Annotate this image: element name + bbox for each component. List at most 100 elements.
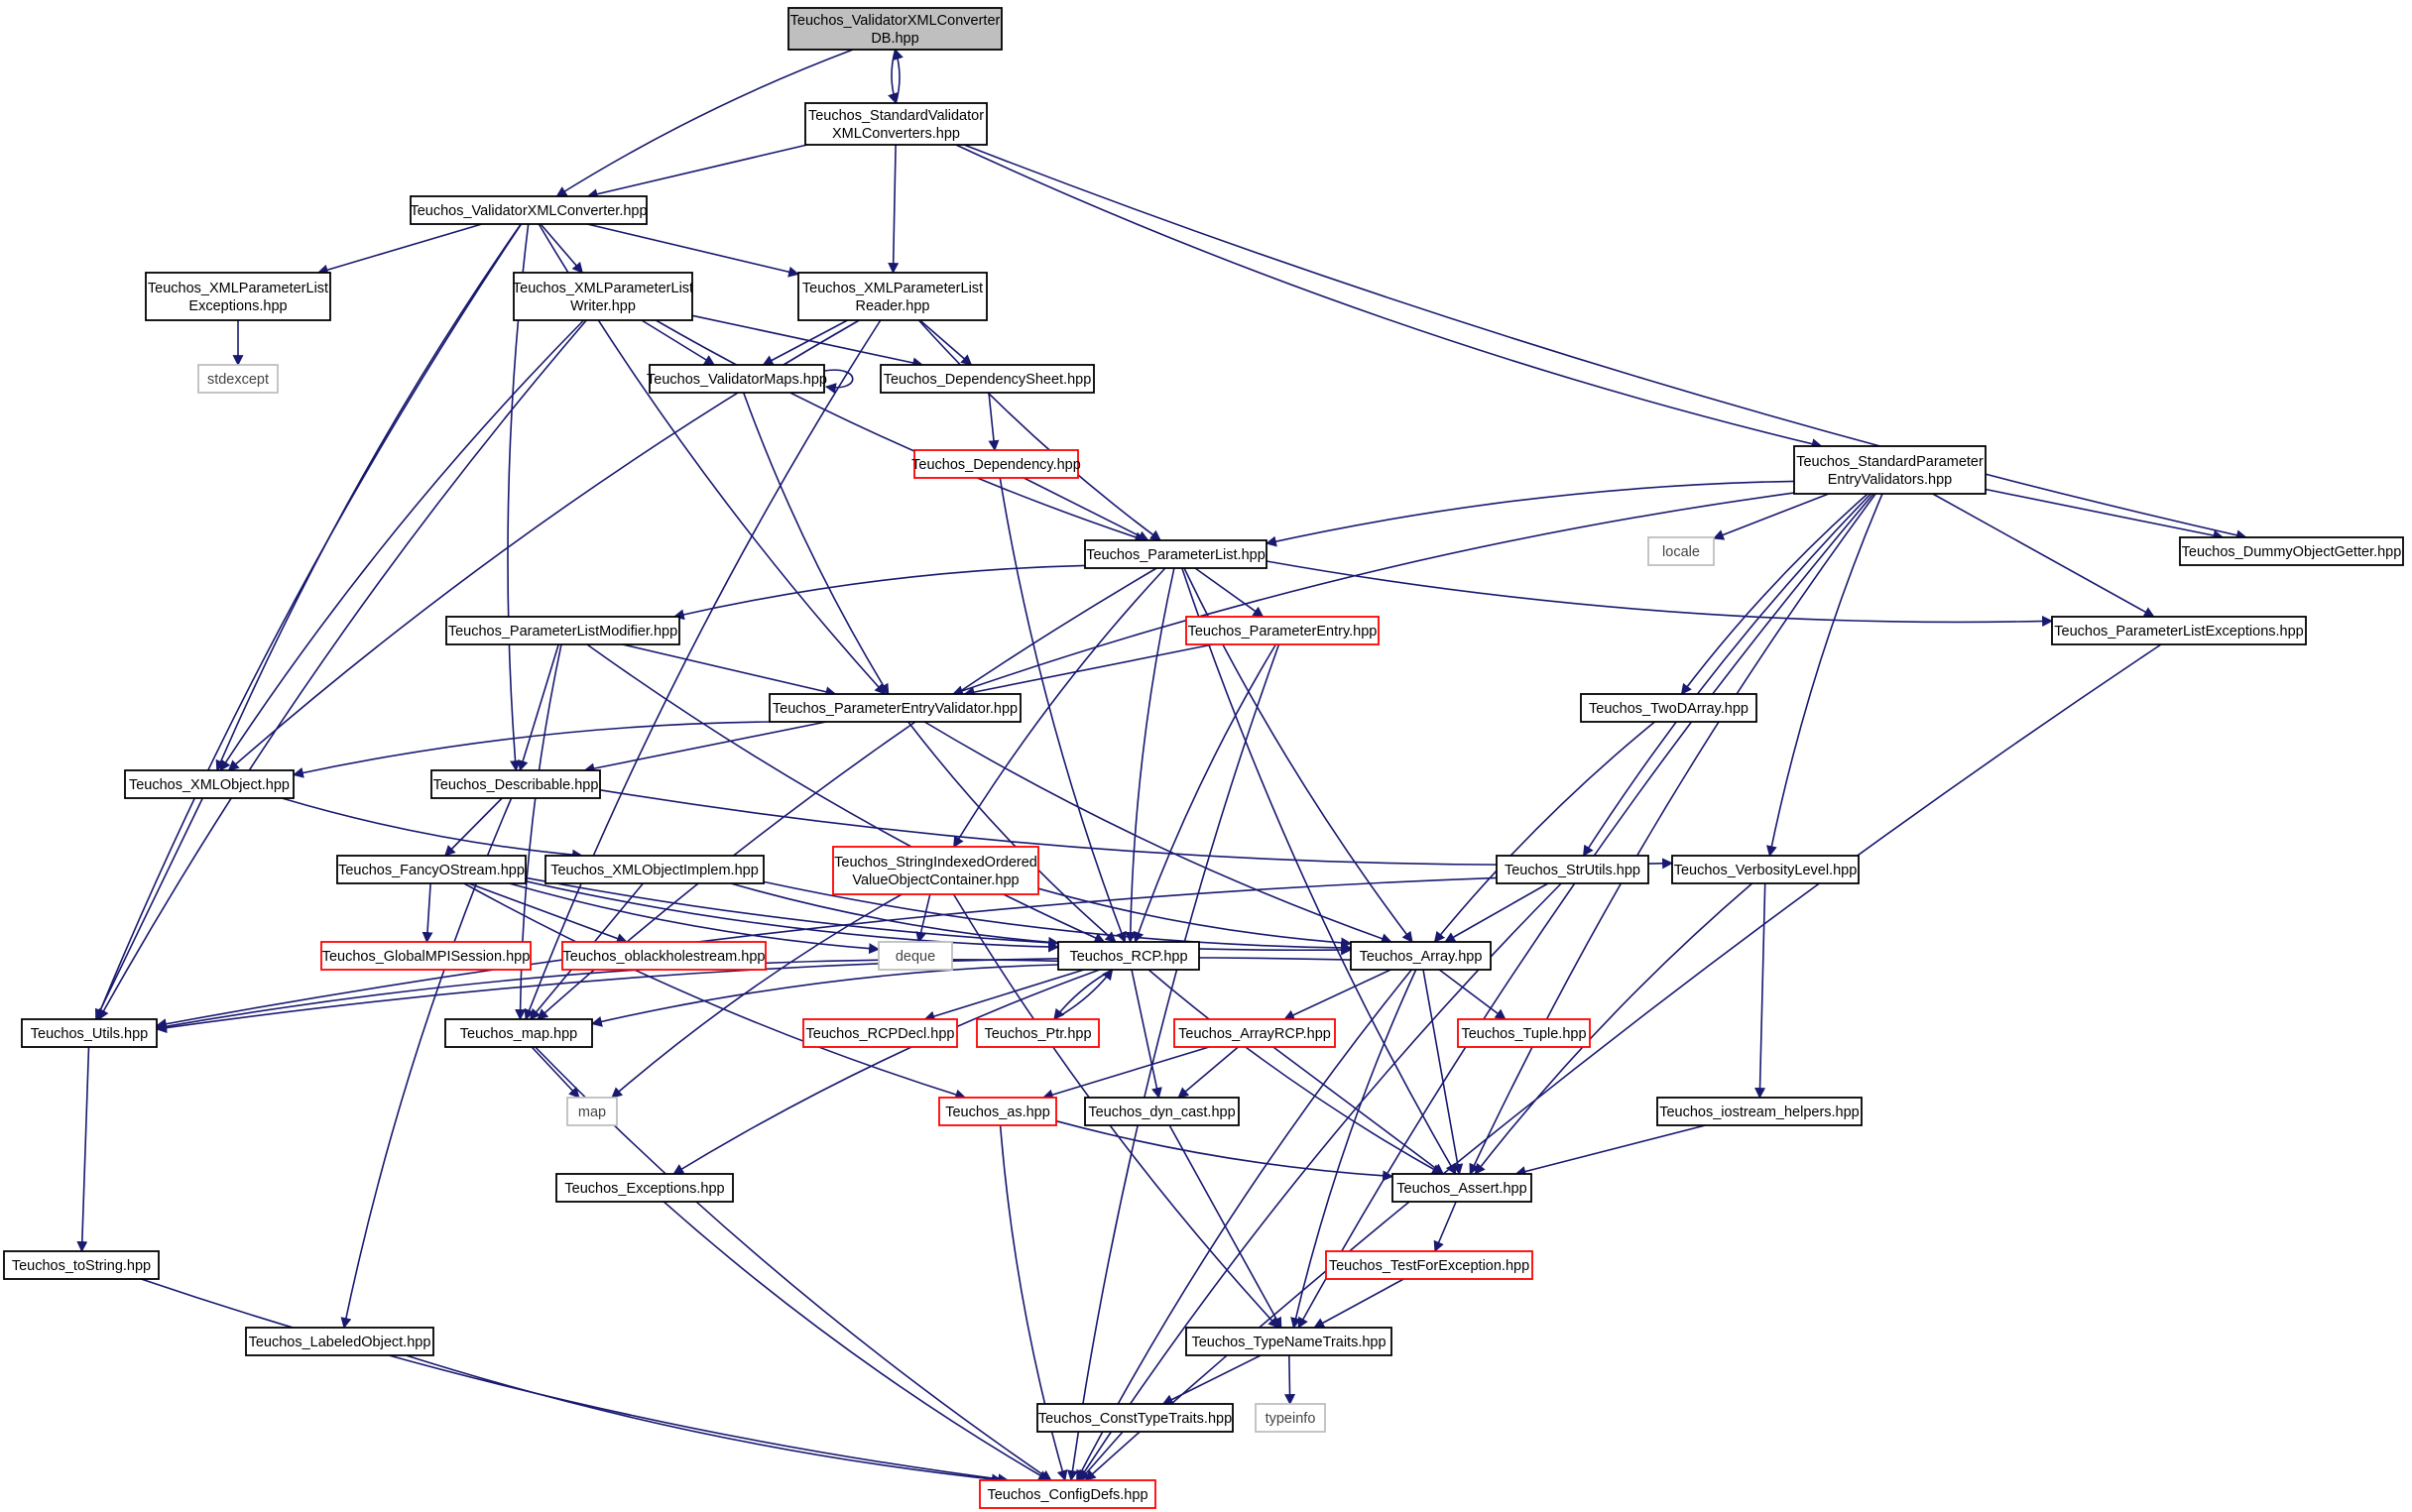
node-box [1084, 1097, 1240, 1126]
edge-twod-to-array [1433, 721, 1656, 943]
node-box [197, 364, 279, 394]
node-label: Teuchos_ValidatorXMLConverter.hpp [410, 203, 647, 219]
node-dummy[interactable]: Teuchos_DummyObjectGetter.hpp [2179, 536, 2404, 566]
node-label: Teuchos_StrUtils.hpp [1505, 863, 1640, 878]
node-box [913, 449, 1079, 479]
node-oblack[interactable]: Teuchos_oblackholestream.hpp [561, 941, 767, 971]
node-tfe[interactable]: Teuchos_TestForException.hpp [1325, 1250, 1533, 1280]
node-fos[interactable]: Teuchos_FancyOStream.hpp [336, 855, 527, 884]
node-verb[interactable]: Teuchos_VerbosityLevel.hpp [1671, 855, 1860, 884]
node-label: Teuchos_FancyOStream.hpp [338, 863, 525, 878]
edge-vxcdb-to-svxc [888, 49, 899, 105]
node-ctt[interactable]: Teuchos_ConstTypeTraits.hpp [1036, 1403, 1234, 1433]
edge-strutils-to-utils [155, 876, 1498, 1030]
node-vxc[interactable]: Teuchos_ValidatorXMLConverter.hpp [410, 195, 648, 225]
edge-vxcdb-to-vxc [555, 49, 854, 197]
node-box [444, 1018, 593, 1048]
node-label: typeinfo [1266, 1411, 1316, 1427]
edge-strutils-to-array [1444, 882, 1549, 943]
edge-exc-to-config [663, 1201, 1050, 1481]
node-box [3, 1250, 160, 1280]
node-tmap[interactable]: Teuchos_map.hpp [444, 1018, 593, 1048]
node-box [561, 941, 767, 971]
node-tnt[interactable]: Teuchos_TypeNameTraits.hpp [1185, 1327, 1392, 1356]
node-typeinfo[interactable]: typeinfo [1255, 1403, 1326, 1433]
node-label: Teuchos_StringIndexedOrdered [834, 855, 1037, 871]
node-assert[interactable]: Teuchos_Assert.hpp [1391, 1173, 1532, 1203]
node-rcp[interactable]: Teuchos_RCP.hpp [1057, 941, 1200, 971]
node-as[interactable]: Teuchos_as.hpp [938, 1097, 1057, 1126]
node-pe[interactable]: Teuchos_ParameterEntry.hpp [1185, 616, 1380, 645]
edge-array-to-tuple [1438, 969, 1507, 1020]
edge-pl-to-plmod [672, 564, 1086, 621]
node-depsheet[interactable]: Teuchos_DependencySheet.hpp [880, 364, 1095, 394]
node-tuple[interactable]: Teuchos_Tuple.hpp [1457, 1018, 1591, 1048]
node-label: Teuchos_dyn_cast.hpp [1088, 1105, 1235, 1120]
node-label: Teuchos_ParameterEntryValidator.hpp [773, 701, 1018, 717]
edge-verb-to-iohelp [1754, 882, 1766, 1100]
node-label: locale [1662, 544, 1700, 560]
node-box [555, 1173, 734, 1203]
node-pev[interactable]: Teuchos_ParameterEntryValidator.hpp [769, 693, 1022, 723]
node-xmlimpl[interactable]: Teuchos_XMLObjectImplem.hpp [544, 855, 765, 884]
node-utils[interactable]: Teuchos_Utils.hpp [21, 1018, 158, 1048]
node-label: Teuchos_Ptr.hpp [984, 1026, 1091, 1042]
node-rcpdecl[interactable]: Teuchos_RCPDecl.hpp [802, 1018, 958, 1048]
node-strutils[interactable]: Teuchos_StrUtils.hpp [1496, 855, 1649, 884]
edge-pev-to-array [923, 721, 1392, 944]
node-locale[interactable]: locale [1647, 536, 1715, 566]
node-plmod[interactable]: Teuchos_ParameterListModifier.hpp [445, 616, 680, 645]
edge-pl-to-plex [1266, 560, 2054, 628]
edge-xplw-to-depsheet [691, 314, 924, 369]
node-box [320, 941, 532, 971]
dependency-edges [76, 48, 2247, 1485]
node-label: Teuchos_TestForException.hpp [1329, 1258, 1529, 1274]
node-label: Teuchos_ValidatorXMLConverter [790, 13, 1001, 29]
node-gmpi[interactable]: Teuchos_GlobalMPISession.hpp [320, 941, 532, 971]
node-vmaps[interactable]: Teuchos_ValidatorMaps.hpp [647, 364, 827, 394]
node-config[interactable]: Teuchos_ConfigDefs.hpp [979, 1479, 1156, 1509]
node-exc[interactable]: Teuchos_Exceptions.hpp [555, 1173, 734, 1203]
edge-dyncast-to-tnt [1168, 1124, 1282, 1329]
node-box [1255, 1403, 1326, 1433]
node-map[interactable]: map [566, 1097, 618, 1126]
node-dyncast[interactable]: Teuchos_dyn_cast.hpp [1084, 1097, 1240, 1126]
edge-depsheet-to-dep [988, 392, 1000, 452]
node-plex[interactable]: Teuchos_ParameterListExceptions.hpp [2051, 616, 2307, 645]
node-twod[interactable]: Teuchos_TwoDArray.hpp [1580, 693, 1757, 723]
edge-tmap-to-map [531, 1046, 580, 1099]
edge-descr-to-fos [444, 797, 503, 857]
node-ptr[interactable]: Teuchos_Ptr.hpp [976, 1018, 1100, 1048]
node-sivoc[interactable]: Teuchos_StringIndexedOrderedValueObjectC… [832, 846, 1039, 895]
node-svxc[interactable]: Teuchos_StandardValidatorXMLConverters.h… [804, 102, 988, 146]
node-xmlobj[interactable]: Teuchos_XMLObject.hpp [124, 769, 295, 799]
node-array[interactable]: Teuchos_Array.hpp [1350, 941, 1492, 971]
node-dep[interactable]: Teuchos_Dependency.hpp [911, 449, 1081, 479]
node-stdexcept[interactable]: stdexcept [197, 364, 279, 394]
edge-xplr-to-tmap [524, 319, 882, 1021]
node-deque[interactable]: deque [878, 941, 953, 971]
edge-ctt-to-config [1079, 1431, 1124, 1481]
node-tostring[interactable]: Teuchos_toString.hpp [3, 1250, 160, 1280]
node-label: Teuchos_XMLObject.hpp [129, 777, 290, 793]
edge-sivoc-to-deque [915, 893, 931, 944]
edge-assert-to-tfe [1433, 1201, 1457, 1253]
node-label: Teuchos_RCPDecl.hpp [806, 1026, 955, 1042]
node-iohelp[interactable]: Teuchos_iostream_helpers.hpp [1656, 1097, 1863, 1126]
node-box [832, 846, 1039, 895]
edge-ptr-to-rcp [1053, 969, 1114, 1020]
node-pl[interactable]: Teuchos_ParameterList.hpp [1084, 539, 1267, 569]
node-descr[interactable]: Teuchos_Describable.hpp [430, 769, 601, 799]
node-labeled[interactable]: Teuchos_LabeledObject.hpp [245, 1327, 434, 1356]
edge-xmlimpl-to-array [763, 880, 1353, 954]
node-box [1391, 1173, 1532, 1203]
node-box [1656, 1097, 1863, 1126]
edge-fos-to-gmpi [422, 882, 433, 944]
node-spev[interactable]: Teuchos_StandardParameterEntryValidators… [1793, 445, 1987, 495]
node-box [410, 195, 648, 225]
node-arcp[interactable]: Teuchos_ArrayRCP.hpp [1173, 1018, 1336, 1048]
